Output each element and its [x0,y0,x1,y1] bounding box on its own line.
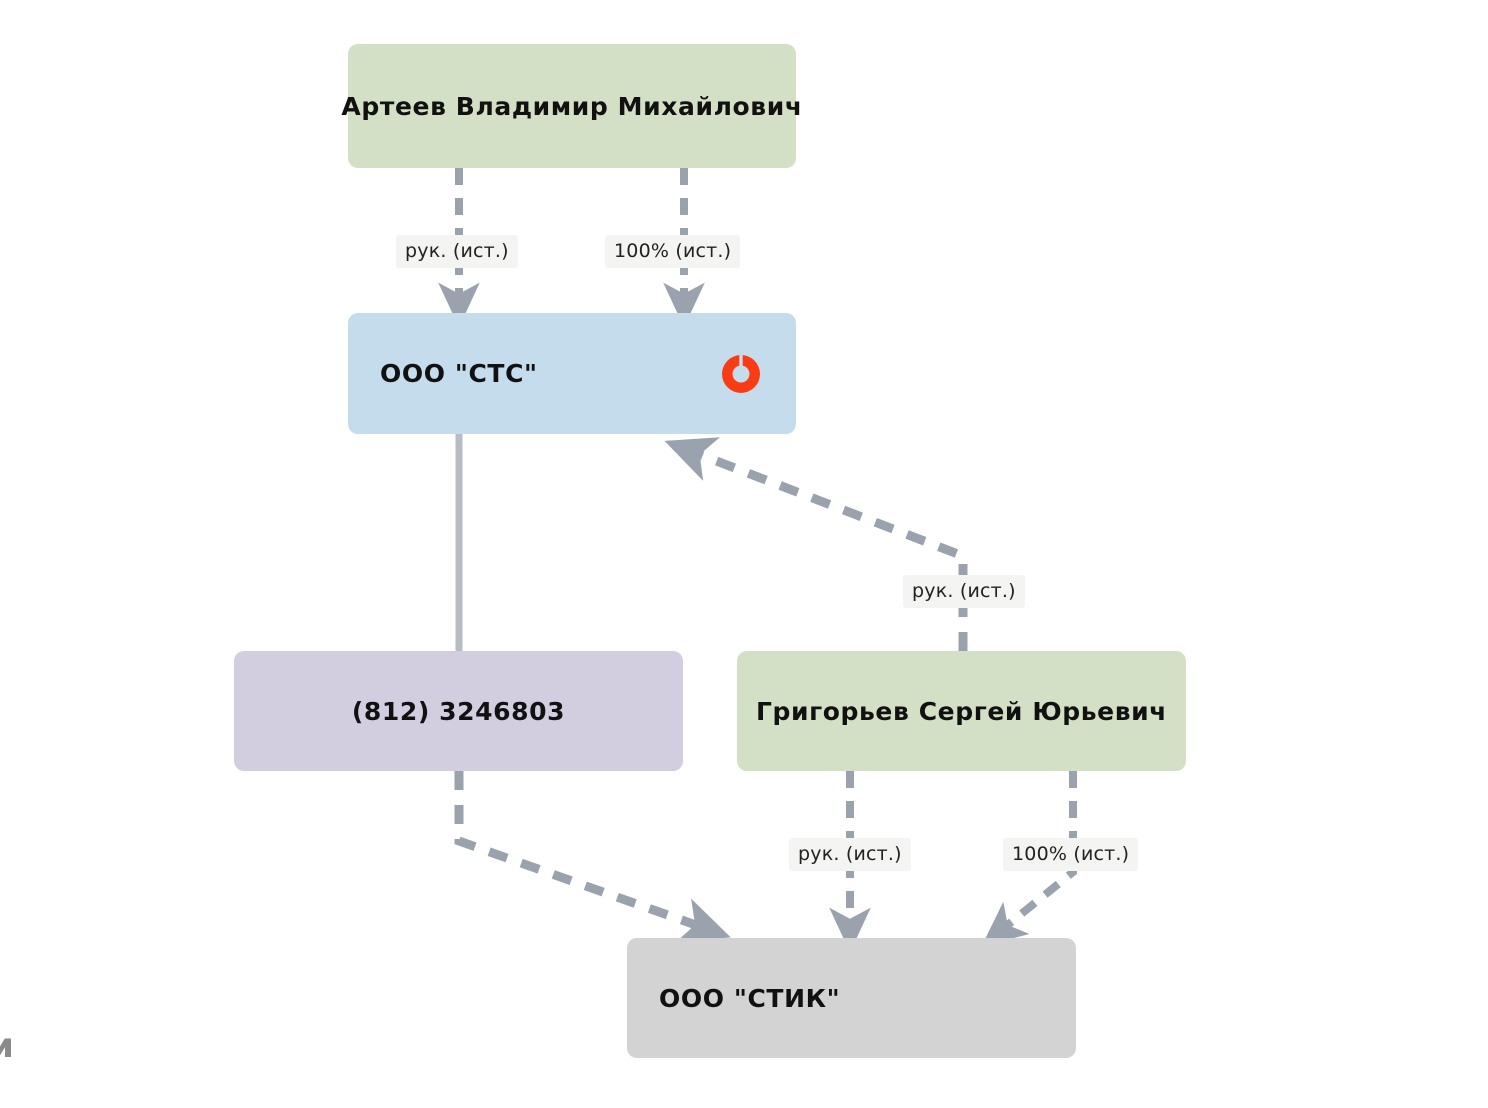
node-phone-number[interactable]: (812) 3246803 [234,651,683,771]
node-company-sts[interactable]: ООО "СТС" [348,313,796,434]
edge-phone-stik [454,771,731,943]
node-label: Артеев Владимир Михайлович [341,91,803,121]
edge-label-arteev-sts-ruk: рук. (ист.) [396,235,518,268]
node-company-stik[interactable]: ООО "СТИК" [627,938,1076,1058]
edge-label-grigoriev-sts-ruk: рук. (ист.) [903,575,1025,608]
company-ring-icon [720,353,762,395]
node-label: Григорьев Сергей Юрьевич [755,696,1168,726]
edge-label-grigoriev-stik-ruk: рук. (ист.) [789,838,911,871]
edge-label-arteev-sts-share: 100% (ист.) [605,235,741,268]
edge-label-grigoriev-stik-share: 100% (ист.) [1003,838,1139,871]
clipped-text-fragment: и [0,1026,14,1066]
node-label: ООО "СТС" [380,359,538,388]
node-person-arteev[interactable]: Артеев Владимир Михайлович [341,44,802,168]
node-label: (812) 3246803 [351,696,566,726]
edge-grigoriev-sts-ruk [664,437,968,651]
node-person-grigoriev[interactable]: Григорьев Сергей Юрьевич [737,651,1186,771]
node-label: ООО "СТИК" [659,983,841,1013]
